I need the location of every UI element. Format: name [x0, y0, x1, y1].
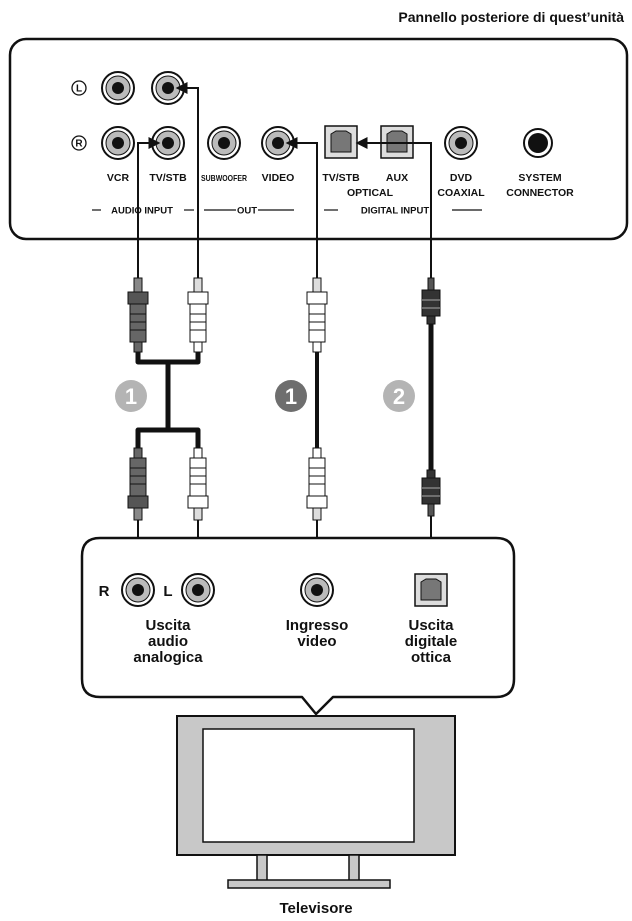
label-aux: AUX: [386, 172, 408, 184]
optical-tvstb-jack: [324, 125, 358, 159]
audio-y-cable: [135, 352, 201, 448]
label-connector: CONNECTOR: [506, 187, 574, 199]
vcr-l-jack: [101, 71, 135, 105]
cable-audio-l: [175, 82, 199, 278]
panel-title: Pannello posteriore di quest’unità: [398, 9, 624, 25]
tvstb-l-jack: [151, 71, 185, 105]
label-digital-optical-output: Uscita digitale ottica: [405, 617, 458, 666]
subwoofer-jack: [207, 126, 241, 160]
plug-video-top: [306, 277, 328, 353]
plug-audio-r-top: [127, 277, 149, 353]
svg-text:2: 2: [393, 384, 405, 409]
cable-optical: [355, 137, 432, 278]
tv-audio-r-jack: [121, 573, 155, 607]
label-video-input: Ingresso video: [286, 617, 349, 650]
label-subwoofer: SUBWOOFER: [201, 173, 247, 183]
svg-text:OUT: OUT: [237, 206, 257, 217]
svg-text:Uscita: Uscita: [408, 617, 454, 634]
plug-audio-r-bottom: [127, 447, 149, 521]
tv-optical-jack: [414, 573, 448, 607]
svg-text:1: 1: [285, 384, 297, 409]
television-icon: [176, 715, 456, 889]
label-tvstb-optical: TV/STB: [322, 172, 360, 184]
video-out-jack: [261, 126, 295, 160]
tv-r-label: R: [99, 583, 110, 600]
cable-video: [285, 137, 318, 278]
group-digital-input: DIGITAL INPUT: [324, 206, 482, 217]
left-channel-marker: L: [71, 80, 87, 96]
cable-number-badge-audio: 1: [115, 380, 147, 412]
tv-l-label: L: [163, 583, 172, 600]
tv-video-jack: [300, 573, 334, 607]
svg-text:Uscita: Uscita: [145, 617, 191, 634]
tv-label: Televisore: [279, 900, 352, 917]
plug-audio-l-bottom: [187, 447, 209, 521]
label-coaxial: COAXIAL: [437, 187, 485, 199]
label-video: VIDEO: [262, 172, 295, 184]
tv-audio-l-jack: [181, 573, 215, 607]
vcr-r-jack: [101, 126, 135, 160]
right-channel-marker: R: [71, 135, 87, 151]
svg-text:analogica: analogica: [133, 649, 203, 666]
label-dvd: DVD: [450, 172, 473, 184]
plug-video-bottom: [306, 447, 328, 521]
cable-audio-r: [137, 137, 161, 278]
svg-text:1: 1: [125, 384, 137, 409]
label-tvstb-audio: TV/STB: [149, 172, 187, 184]
label-system: SYSTEM: [518, 172, 561, 184]
label-optical: OPTICAL: [347, 187, 394, 199]
svg-text:Ingresso: Ingresso: [286, 617, 349, 634]
svg-text:AUDIO INPUT: AUDIO INPUT: [111, 206, 173, 217]
group-out: OUT: [204, 206, 294, 217]
plug-optical-top: [421, 277, 441, 325]
svg-text:digitale: digitale: [405, 633, 458, 650]
svg-text:DIGITAL INPUT: DIGITAL INPUT: [361, 206, 429, 217]
label-vcr: VCR: [107, 172, 130, 184]
svg-text:audio: audio: [148, 633, 188, 650]
plug-optical-bottom: [421, 469, 441, 517]
coaxial-dvd-jack: [444, 126, 478, 160]
svg-text:ottica: ottica: [411, 649, 452, 666]
svg-text:video: video: [297, 633, 336, 650]
system-connector-jack: [523, 128, 553, 158]
label-analog-audio-output: Uscita audio analogica: [133, 617, 203, 666]
group-audio-input: AUDIO INPUT: [92, 206, 194, 217]
svg-text:R: R: [75, 139, 83, 150]
plug-audio-l-top: [187, 277, 209, 353]
cable-number-badge-video: 1: [275, 380, 307, 412]
svg-text:L: L: [76, 84, 82, 95]
cable-number-badge-optical: 2: [383, 380, 415, 412]
